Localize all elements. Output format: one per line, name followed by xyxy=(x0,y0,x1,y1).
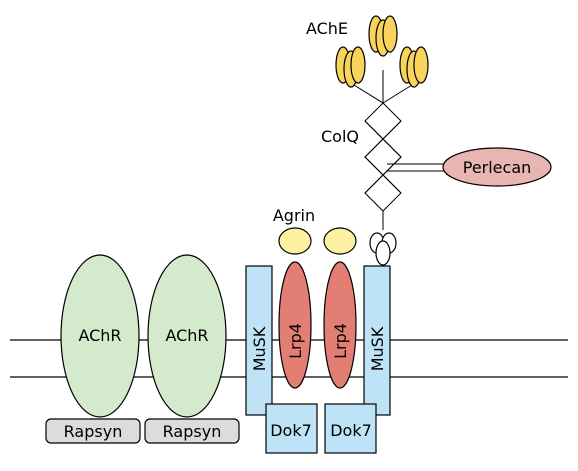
rapsyn-box-1: Rapsyn xyxy=(45,418,141,444)
musk-left: MuSK xyxy=(245,265,273,416)
agrin-ellipse-1 xyxy=(278,227,312,255)
ache-right xyxy=(399,46,429,88)
musk-label-right: MuSK xyxy=(368,326,387,371)
musk-label-left: MuSK xyxy=(250,326,269,371)
ache-label: AChE xyxy=(306,19,348,38)
lrp4-1: Lrp4 xyxy=(278,261,312,389)
achr-label-1: AChR xyxy=(78,326,121,345)
achr-receptor-2: AChR xyxy=(147,254,227,418)
agrin-ellipse-2 xyxy=(323,227,357,255)
lrp4-label-1: Lrp4 xyxy=(286,323,305,359)
colq-label: ColQ xyxy=(321,127,359,146)
achr-label-2: AChR xyxy=(165,326,208,345)
rapsyn-box-2: Rapsyn xyxy=(144,418,240,444)
perlecan: Perlecan xyxy=(442,147,552,187)
ache-group: AChE xyxy=(306,15,429,88)
achr-receptor-1: AChR xyxy=(60,254,140,418)
rapsyn-label-2: Rapsyn xyxy=(163,422,222,441)
agrin-group: Agrin xyxy=(273,206,357,255)
musk-right: MuSK xyxy=(363,265,391,416)
colq-collagen: ColQ xyxy=(321,70,446,266)
agrin-label: Agrin xyxy=(273,206,315,225)
perlecan-label: Perlecan xyxy=(463,158,532,177)
colq-base-center xyxy=(375,240,391,266)
dok7-box-2: Dok7 xyxy=(324,403,377,454)
ache-top xyxy=(368,15,398,57)
dok7-label-2: Dok7 xyxy=(330,421,372,440)
dok7-box-1: Dok7 xyxy=(265,403,318,454)
lrp4-2: Lrp4 xyxy=(323,261,357,389)
lrp4-label-2: Lrp4 xyxy=(331,323,350,359)
dok7-label-1: Dok7 xyxy=(270,421,312,440)
ache-left xyxy=(335,46,366,88)
rapsyn-label-1: Rapsyn xyxy=(64,422,123,441)
